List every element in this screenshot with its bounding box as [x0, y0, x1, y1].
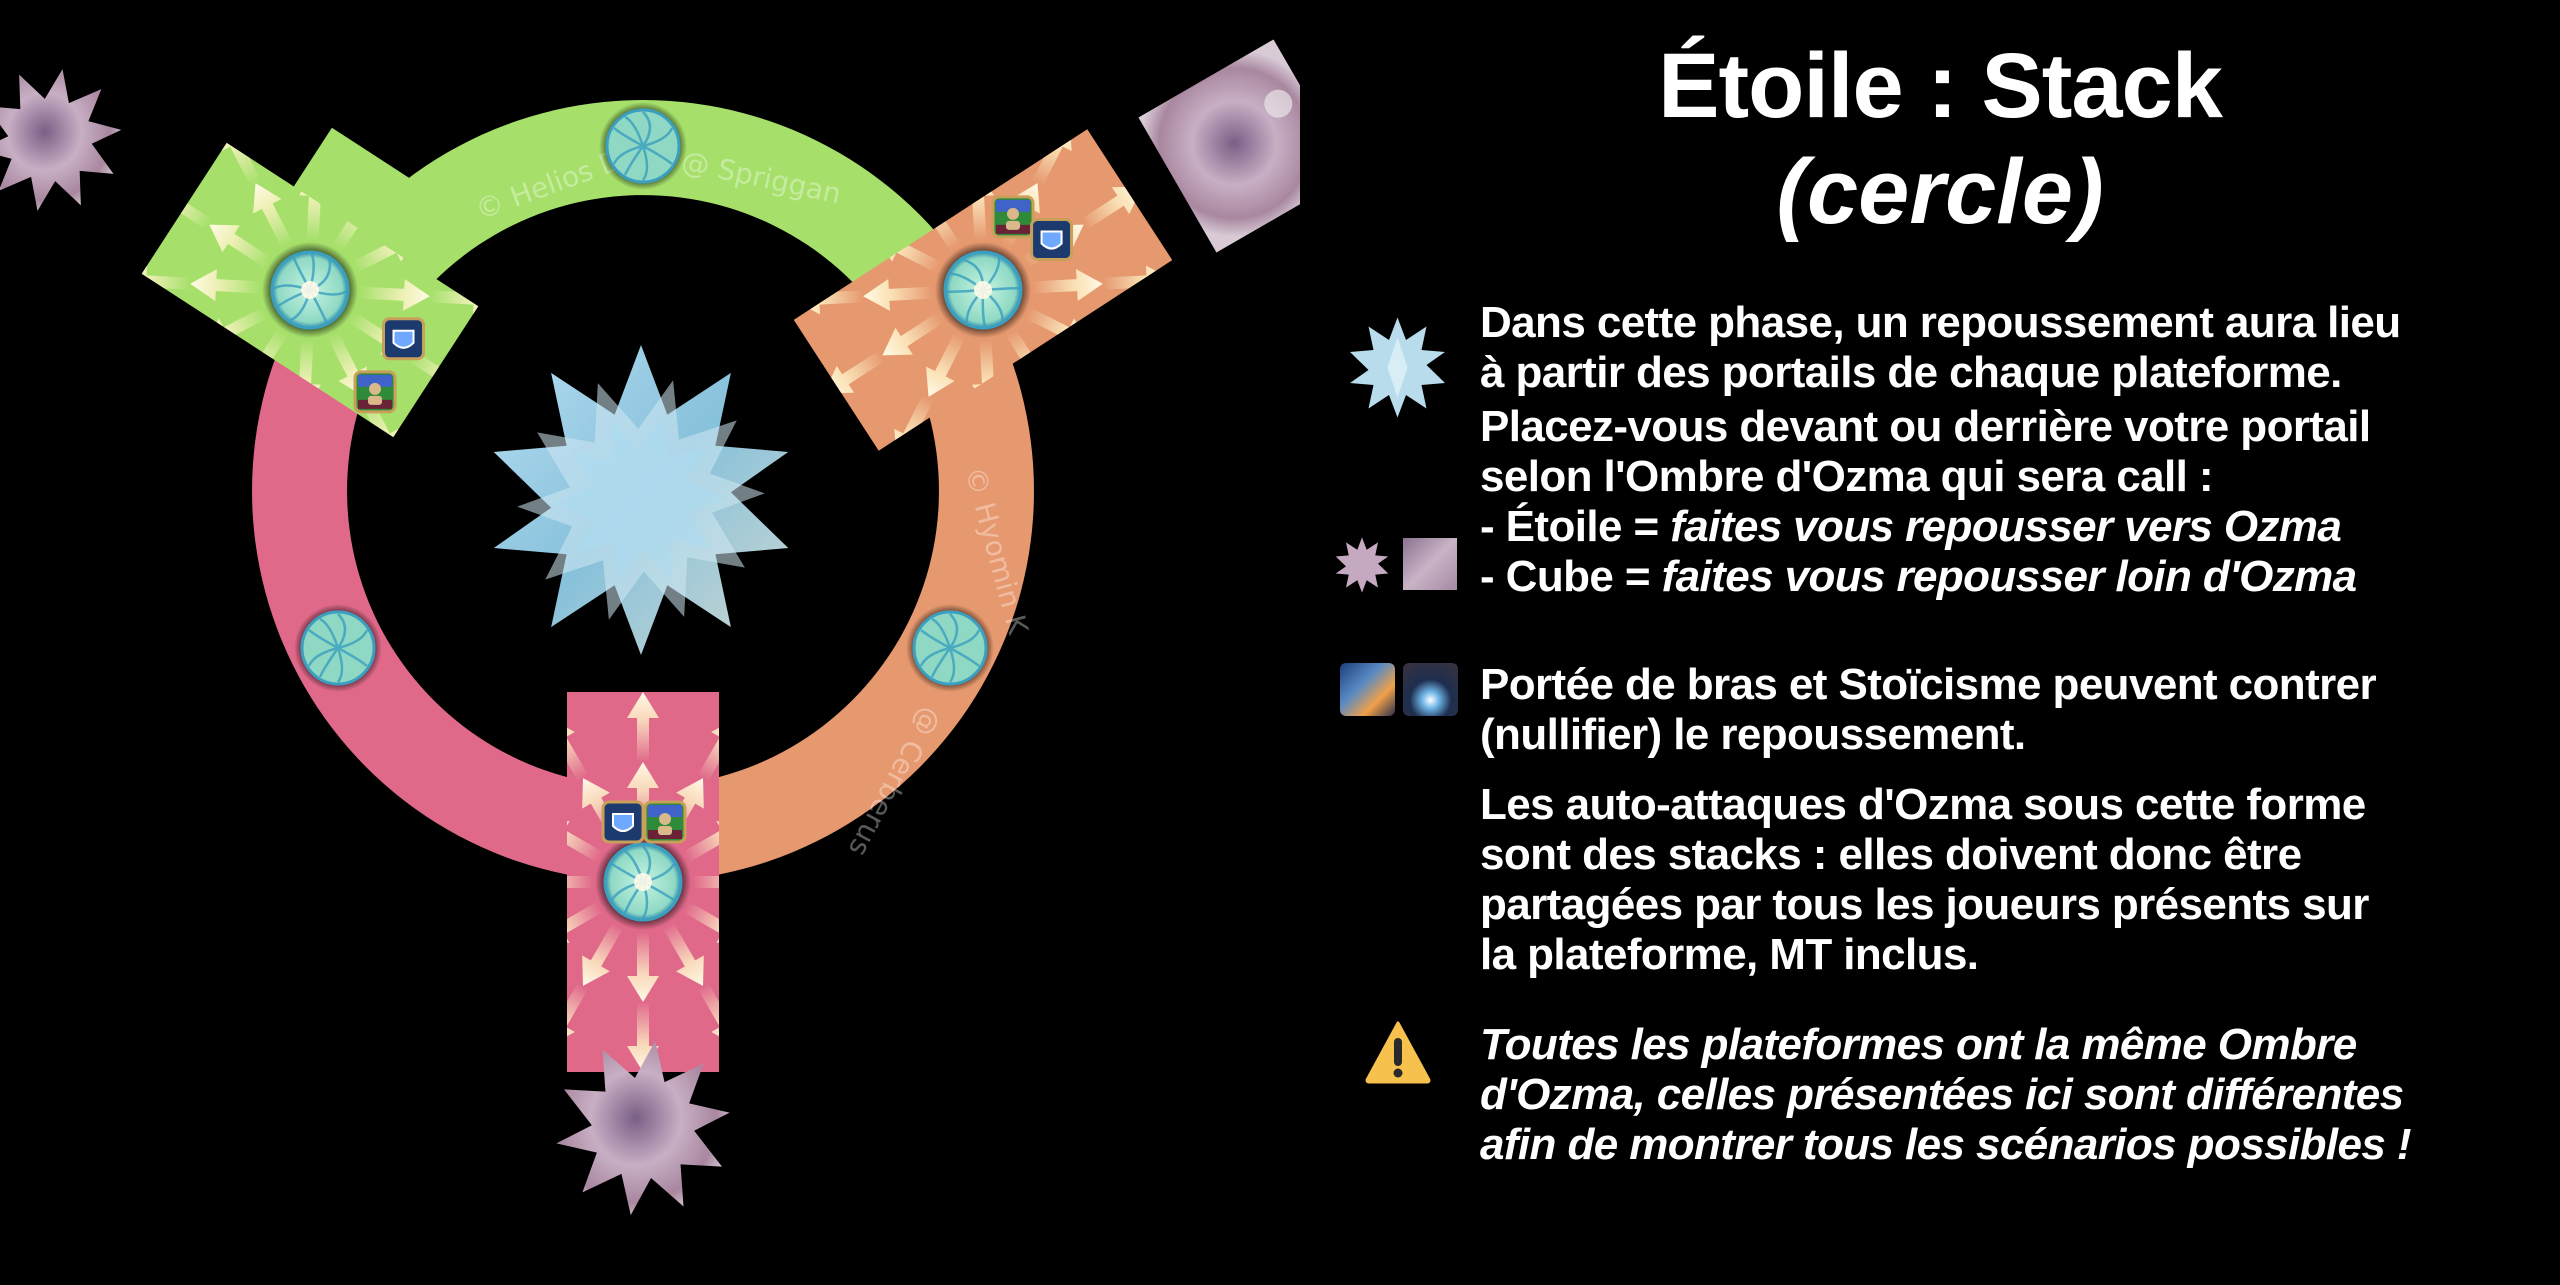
cube-rule-label: - Cube = — [1480, 552, 1662, 601]
intro-line: Placez-vous devant ou derrière votre por… — [1480, 402, 2371, 451]
counter-paragraph: Portée de bras et Stoïcisme peuvent cont… — [1480, 660, 2377, 760]
cube-rule: - Cube = faites vous repousser loin d'Oz… — [1480, 552, 2401, 602]
tank-icon — [382, 317, 426, 361]
autos-line: la plateforme, MT inclus. — [1480, 930, 1979, 979]
tank-icon — [601, 800, 645, 844]
counter-line: (nullifier) le repoussement. — [1480, 710, 2026, 759]
title-sub: (cercle) — [1776, 141, 2104, 243]
shadow-star-top-left — [0, 57, 130, 223]
shadow-cube-top-right — [1138, 39, 1300, 253]
ring-portal-right — [904, 602, 996, 694]
role-icon — [991, 195, 1035, 239]
pink-arc — [252, 295, 643, 882]
page-title: Étoile : Stack (cercle) — [1440, 40, 2440, 238]
platform-orange — [793, 129, 1173, 451]
intro-line: Dans cette phase, un repoussement aura l… — [1480, 298, 2401, 347]
role-icon — [643, 800, 687, 844]
ring — [252, 100, 1034, 882]
ring-portal-left — [292, 602, 384, 694]
stoicism-icon — [1403, 663, 1458, 716]
warning-line: afin de montrer tous les scénarios possi… — [1480, 1120, 2412, 1169]
portal-pink — [593, 832, 693, 932]
ozma-star-icon — [1350, 317, 1445, 418]
ring-portal-top — [597, 100, 689, 192]
tank-icon — [1030, 218, 1074, 262]
shadow-star-icon — [1335, 537, 1389, 593]
arena-diagram: © Helios D @ Spriggan © Hyomin K @ Cerbe… — [0, 39, 1300, 1227]
cube-rule-action: faites vous repousser loin d'Ozma — [1661, 552, 2357, 601]
shadow-cube-icon — [1403, 538, 1457, 590]
warning-line: d'Ozma, celles présentées ici sont diffé… — [1480, 1070, 2404, 1119]
intro-paragraph: Dans cette phase, un repoussement aura l… — [1480, 298, 2401, 602]
arms-length-icon — [1340, 663, 1395, 716]
autos-paragraph: Les auto-attaques d'Ozma sous cette form… — [1480, 780, 2369, 980]
autos-line: partagées par tous les joueurs présents … — [1480, 880, 2369, 929]
autos-line: sont des stacks : elles doivent donc êtr… — [1480, 830, 2302, 879]
ozma-star — [493, 345, 789, 655]
arena-svg: © Helios D @ Spriggan © Hyomin K @ Cerbe… — [0, 39, 1300, 1227]
intro-line: selon l'Ombre d'Ozma qui sera call : — [1480, 452, 2213, 501]
star-rule-label: - Étoile = — [1480, 502, 1671, 551]
platform-pink — [567, 692, 719, 1072]
warning-icon — [1365, 1021, 1431, 1084]
counter-line: Portée de bras et Stoïcisme peuvent cont… — [1480, 660, 2377, 709]
platform-green — [141, 127, 479, 438]
orange-arc — [643, 295, 1034, 882]
role-icon — [353, 370, 397, 414]
star-rule: - Étoile = faites vous repousser vers Oz… — [1480, 502, 2401, 552]
intro-line: à partir des portails de chaque platefor… — [1480, 348, 2342, 397]
star-rule-action: faites vous repousser vers Ozma — [1670, 502, 2342, 551]
warning-paragraph: Toutes les plateformes ont la même Ombre… — [1480, 1020, 2412, 1170]
warning-line: Toutes les plateformes ont la même Ombre — [1480, 1020, 2357, 1069]
autos-line: Les auto-attaques d'Ozma sous cette form… — [1480, 780, 2366, 829]
title-main: Étoile : Stack — [1658, 35, 2223, 137]
green-arc — [304, 100, 982, 343]
